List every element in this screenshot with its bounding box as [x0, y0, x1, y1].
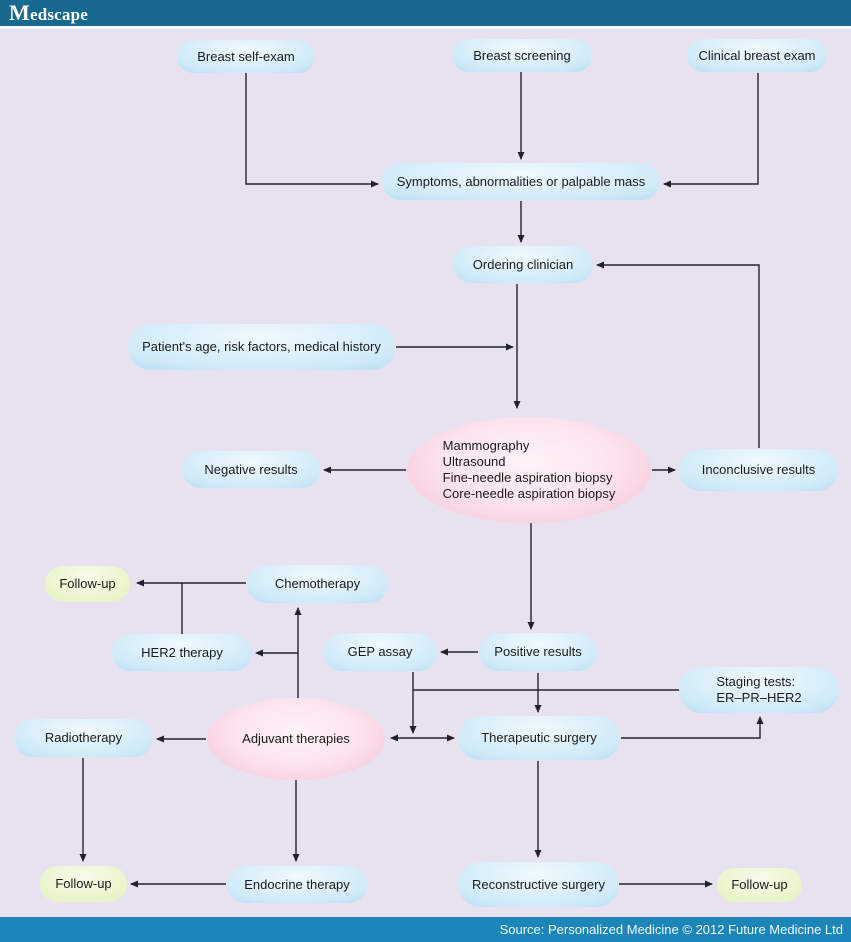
node-therapeutic-surgery: Therapeutic surgery	[458, 716, 620, 760]
staging-tests-markers: ER–PR–HER2	[716, 690, 802, 705]
node-diagnostics: Mammography Ultrasound Fine-needle aspir…	[407, 417, 651, 523]
node-follow-up-bottom-right: Follow-up	[717, 868, 802, 902]
staging-tests-lines: Staging tests: ER–PR–HER2	[716, 674, 801, 706]
node-radiotherapy: Radiotherapy	[14, 719, 153, 757]
diagnostic-core-needle: Core-needle aspiration biopsy	[442, 486, 616, 501]
node-negative-results: Negative results	[182, 451, 320, 488]
node-gep-assay: GEP assay	[323, 633, 437, 671]
node-endocrine-therapy: Endocrine therapy	[227, 866, 367, 903]
node-reconstructive-surgery: Reconstructive surgery	[458, 862, 619, 907]
node-follow-up-top: Follow-up	[45, 566, 130, 602]
diagnostic-mammography: Mammography	[442, 438, 530, 453]
node-patient-history: Patient's age, risk factors, medical his…	[128, 324, 395, 370]
node-follow-up-bottom-left: Follow-up	[40, 866, 127, 902]
diagnostic-ultrasound: Ultrasound	[442, 454, 506, 469]
node-breast-self-exam: Breast self-exam	[177, 40, 315, 73]
node-positive-results: Positive results	[479, 633, 597, 671]
diagnostic-fine-needle: Fine-needle aspiration biopsy	[442, 470, 613, 485]
medscape-logo: Medscape	[9, 0, 89, 25]
node-her2-therapy: HER2 therapy	[112, 634, 252, 671]
node-staging-tests: Staging tests: ER–PR–HER2	[679, 667, 839, 713]
node-clinical-breast-exam: Clinical breast exam	[687, 39, 827, 72]
node-breast-screening: Breast screening	[452, 39, 592, 72]
node-ordering-clinician: Ordering clinician	[453, 246, 593, 283]
node-symptoms: Symptoms, abnormalities or palpable mass	[382, 163, 660, 200]
source-credit: Source: Personalized Medicine © 2012 Fut…	[499, 922, 843, 937]
header-bar: Medscape	[0, 0, 851, 29]
node-adjuvant-therapies: Adjuvant therapies	[207, 698, 385, 780]
node-chemotherapy: Chemotherapy	[247, 565, 388, 603]
staging-tests-title: Staging tests:	[716, 674, 796, 689]
diagnostics-lines: Mammography Ultrasound Fine-needle aspir…	[443, 438, 616, 502]
node-inconclusive-results: Inconclusive results	[679, 449, 838, 491]
footer-bar: Source: Personalized Medicine © 2012 Fut…	[0, 917, 851, 942]
